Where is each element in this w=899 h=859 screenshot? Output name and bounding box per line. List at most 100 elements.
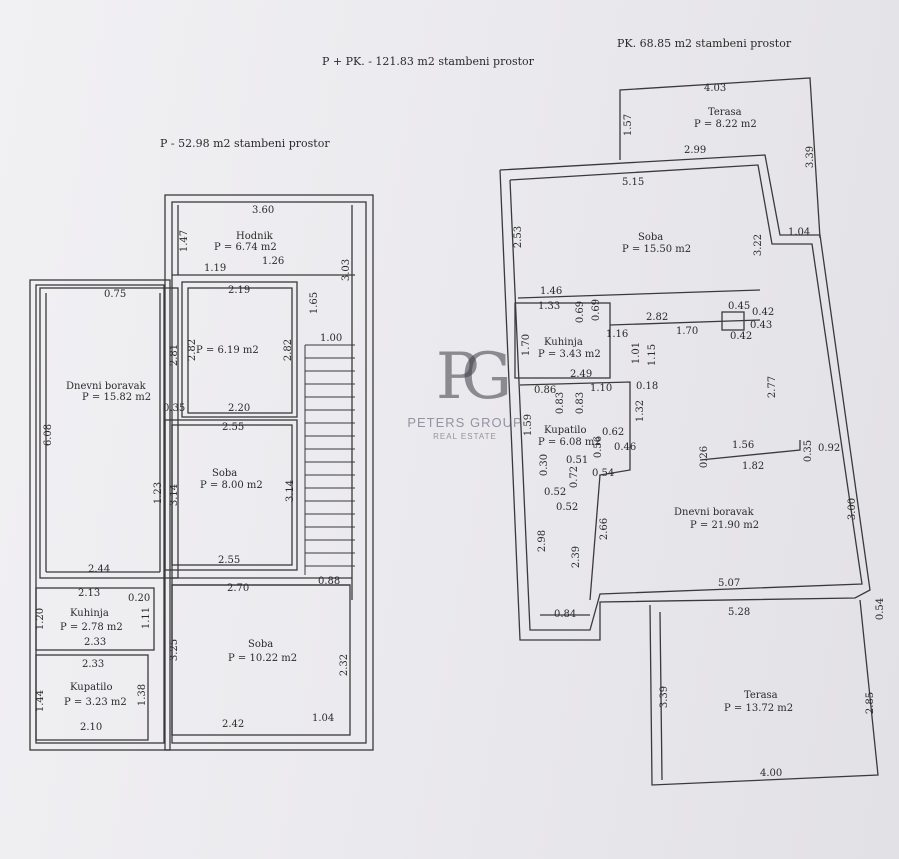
dim-label: 2.85 (865, 691, 877, 715)
dim-label: 1.15 (647, 343, 659, 367)
dim-label: 3.03 (341, 258, 353, 282)
dim-label: 2.13 (78, 588, 101, 599)
dim-label: 1.20 (35, 607, 47, 631)
dim-label: 0.69 (591, 298, 603, 322)
dim-label: 1.47 (179, 229, 191, 253)
dim-label: 2.20 (228, 403, 251, 414)
dim-label: 0.26 (699, 445, 711, 469)
dim-label: 2.44 (88, 564, 111, 575)
room-name-kupatilo: Kupatilo (544, 425, 587, 436)
room-name-dnevni-boravak: Dnevni boravak (674, 507, 754, 518)
room-name-dnevni-boravak: Dnevni boravak (66, 381, 146, 392)
dim-label: 2.49 (570, 369, 593, 380)
dim-label: 0.52 (544, 487, 567, 498)
dim-label: 0.83 (575, 391, 587, 415)
dim-label: 1.33 (538, 301, 561, 312)
room-area-kupatilo: P = 3.23 m2 (64, 697, 127, 708)
dim-label: 3.60 (252, 205, 275, 216)
dim-label: 2.77 (767, 375, 779, 399)
room-area-kuhinja: P = 3.43 m2 (538, 349, 601, 360)
dim-label: 2.33 (82, 659, 105, 670)
dim-label: 1.00 (320, 333, 343, 344)
dim-label: 0.54 (592, 468, 615, 479)
dim-label: 0.92 (818, 443, 841, 454)
dim-label: 2.82 (283, 338, 295, 362)
room-area-kupatilo: P = 6.08 m2 (538, 437, 601, 448)
dim-label: 0.69 (575, 300, 587, 324)
dim-label: 4.00 (760, 768, 783, 779)
dim-label: 0.72 (569, 465, 581, 489)
dim-label: 3.00 (847, 497, 859, 521)
dim-label: 2.39 (571, 545, 583, 569)
dim-label: 1.70 (676, 326, 699, 337)
dim-label: 0.20 (128, 593, 151, 604)
dim-label: 2.99 (684, 145, 707, 156)
room-name-kuhinja: Kuhinja (70, 608, 109, 619)
room-name-soba: Soba (638, 232, 664, 243)
dim-label: 1.46 (540, 286, 563, 297)
room-area-dnevni-boravak: P = 15.82 m2 (82, 392, 152, 403)
dim-label: 2.66 (599, 517, 611, 541)
dim-label: 0.46 (614, 442, 637, 453)
peters-group-logo: PG PETERS GROUP REAL ESTATE (400, 345, 530, 441)
dim-label: 1.26 (262, 256, 285, 267)
dim-label: 0.18 (636, 381, 659, 392)
dim-label: 1.19 (204, 263, 227, 274)
dim-label: 2.33 (84, 637, 107, 648)
room-area-small: P = 6.19 m2 (196, 345, 259, 356)
dim-label: 1.04 (312, 713, 335, 724)
dim-label: 0.84 (554, 609, 577, 620)
dim-label: 1.56 (732, 440, 755, 451)
dim-label: 5.07 (718, 578, 741, 589)
dim-label: 3.14 (285, 479, 297, 503)
dim-label: 1.32 (635, 399, 647, 423)
dim-label: 2.70 (227, 583, 250, 594)
dim-label: 2.82 (187, 338, 199, 362)
dim-label: 3.14 (169, 483, 181, 507)
dim-label: 2.32 (339, 653, 351, 677)
dim-label: 2.81 (169, 343, 181, 367)
room-area-soba-2: P = 10.22 m2 (228, 653, 298, 664)
dim-label: 0.42 (752, 307, 775, 318)
dim-label: 2.42 (222, 719, 245, 730)
room-name-terasa-2: Terasa (744, 690, 778, 701)
room-area-soba: P = 15.50 m2 (622, 244, 692, 255)
room-area-kuhinja: P = 2.78 m2 (60, 622, 123, 633)
dim-label: 3.39 (659, 685, 671, 709)
dim-label: 5.15 (622, 177, 645, 188)
dim-label: 0.88 (318, 576, 341, 587)
dim-label: 1.04 (788, 227, 811, 238)
room-area-dnevni-boravak: P = 21.90 m2 (690, 520, 760, 531)
dim-label: 0.62 (602, 427, 625, 438)
dim-label: 4.03 (704, 83, 727, 94)
dim-label: 3.39 (805, 145, 817, 169)
dim-label: 2.10 (80, 722, 103, 733)
logo-mark: PG (435, 340, 512, 414)
dim-label: 0.42 (730, 331, 753, 342)
dim-label: 1.11 (141, 606, 153, 630)
dim-label: 1.16 (606, 329, 629, 340)
dim-label: 3.25 (169, 638, 181, 662)
dim-label: 1.10 (590, 383, 613, 394)
room-area-terasa-2: P = 13.72 m2 (724, 703, 794, 714)
room-name-hodnik: Hodnik (236, 231, 273, 242)
dim-label: 0.30 (539, 453, 551, 477)
dim-label: 3.22 (753, 233, 765, 257)
dim-label: 0.35 (163, 403, 186, 414)
heading-total-area: P + PK. - 121.83 m2 stambeni prostor (322, 55, 534, 68)
dim-label: 2.55 (222, 422, 245, 433)
dim-label: 2.98 (537, 529, 549, 553)
dim-label: 5.28 (728, 607, 751, 618)
dim-label: 1.23 (153, 481, 165, 505)
room-area-hodnik: P = 6.74 m2 (214, 242, 277, 253)
ground-floor-walls (29, 194, 374, 751)
dim-label: 0.43 (750, 320, 773, 331)
room-name-kuhinja: Kuhinja (544, 337, 583, 348)
logo-subtitle: REAL ESTATE (433, 432, 497, 441)
heading-attic-floor: PK. 68.85 m2 stambeni prostor (617, 37, 792, 50)
dim-label: 0.35 (803, 439, 815, 463)
dim-label: 2.19 (228, 285, 251, 296)
dim-label: 0.52 (556, 502, 579, 513)
dim-label: 2.53 (513, 225, 525, 249)
